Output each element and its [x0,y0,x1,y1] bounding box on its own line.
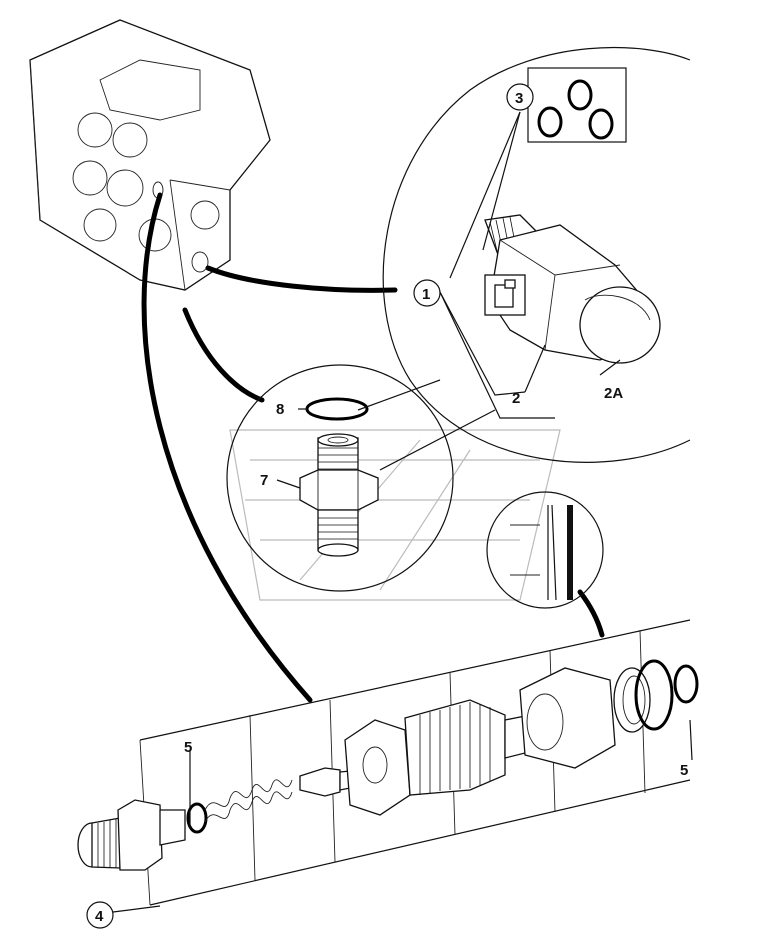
callout-5-right: 5 [680,762,688,779]
callout-3: 3 [515,90,523,107]
callout-5-left: 5 [184,739,192,756]
callout-8: 8 [276,401,284,418]
callout-2: 2 [512,390,520,407]
callout-1: 1 [422,286,430,303]
watermark [229,429,561,601]
adapter-detail-circle [226,364,496,592]
cross-section-circle [486,491,604,609]
callout-4: 4 [95,908,104,925]
callout-2a: 2A [604,385,623,402]
callout-circle-1 [413,279,441,307]
callout-circle-3 [506,83,534,111]
valve-block [29,19,271,291]
callout-7: 7 [260,472,268,489]
sensor-detail-circle [382,46,691,463]
hydraulic-pipes [141,192,605,703]
relief-valve-assembly [77,619,699,906]
callout-circle-4 [86,901,114,929]
